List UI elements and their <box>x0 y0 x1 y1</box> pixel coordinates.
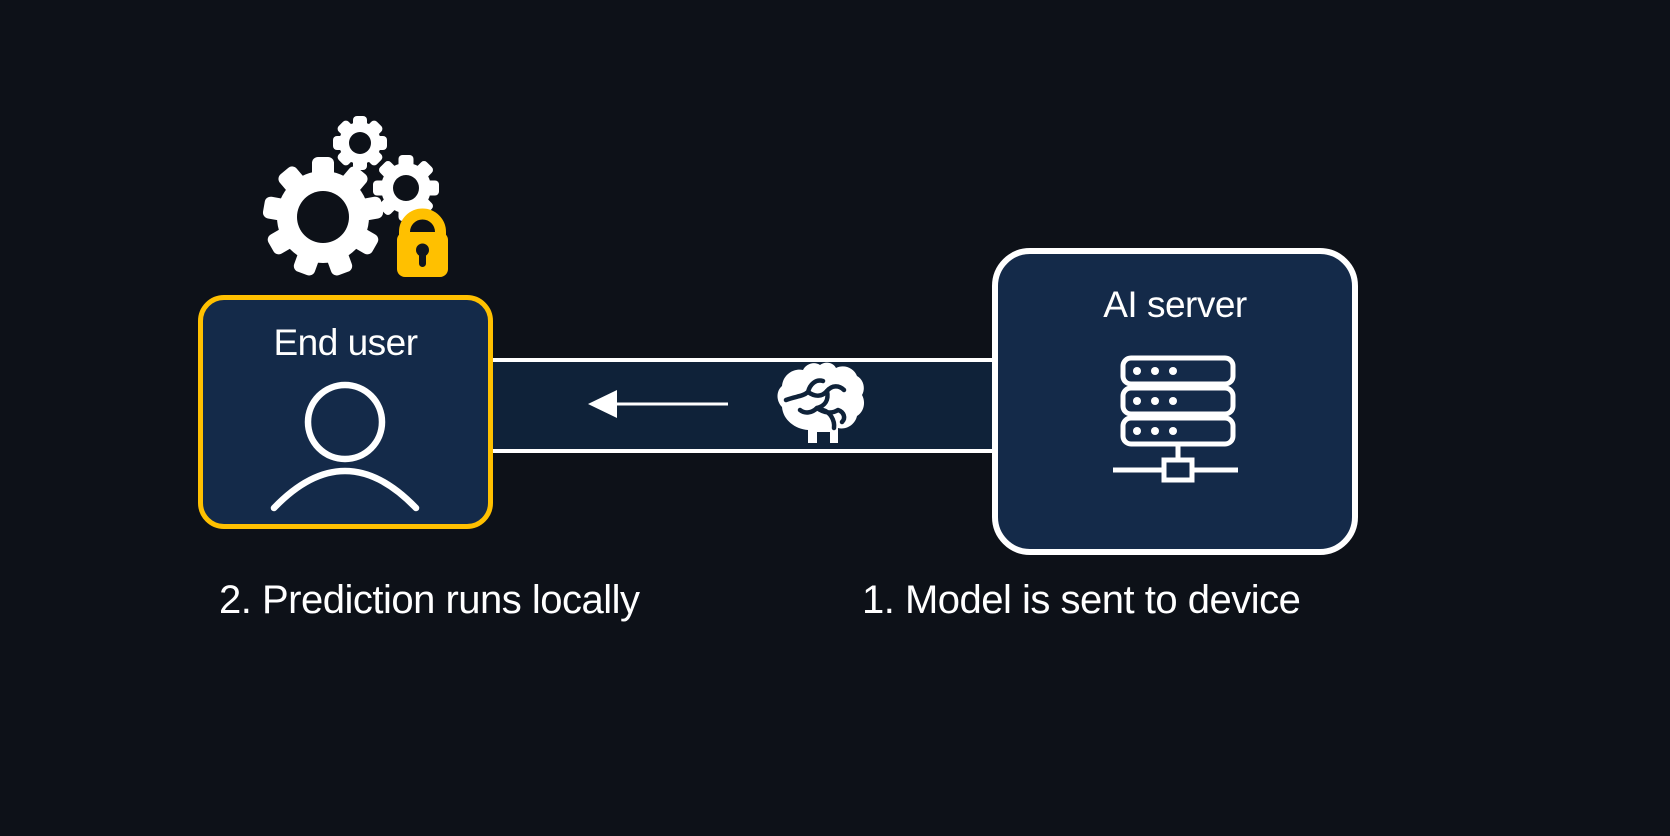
caption-step1: 1. Model is sent to device <box>862 578 1301 622</box>
connector-band <box>493 358 992 453</box>
gears-icon <box>262 116 439 276</box>
caption-step2: 2. Prediction runs locally <box>219 578 640 622</box>
brain-icon <box>777 362 865 443</box>
lock-icon <box>397 208 448 277</box>
server-icon <box>1113 355 1238 483</box>
user-icon <box>270 381 420 512</box>
ai-server-label: AI server <box>1103 284 1247 325</box>
end-user-label: End user <box>273 322 418 363</box>
left-arrow-icon <box>588 390 728 418</box>
